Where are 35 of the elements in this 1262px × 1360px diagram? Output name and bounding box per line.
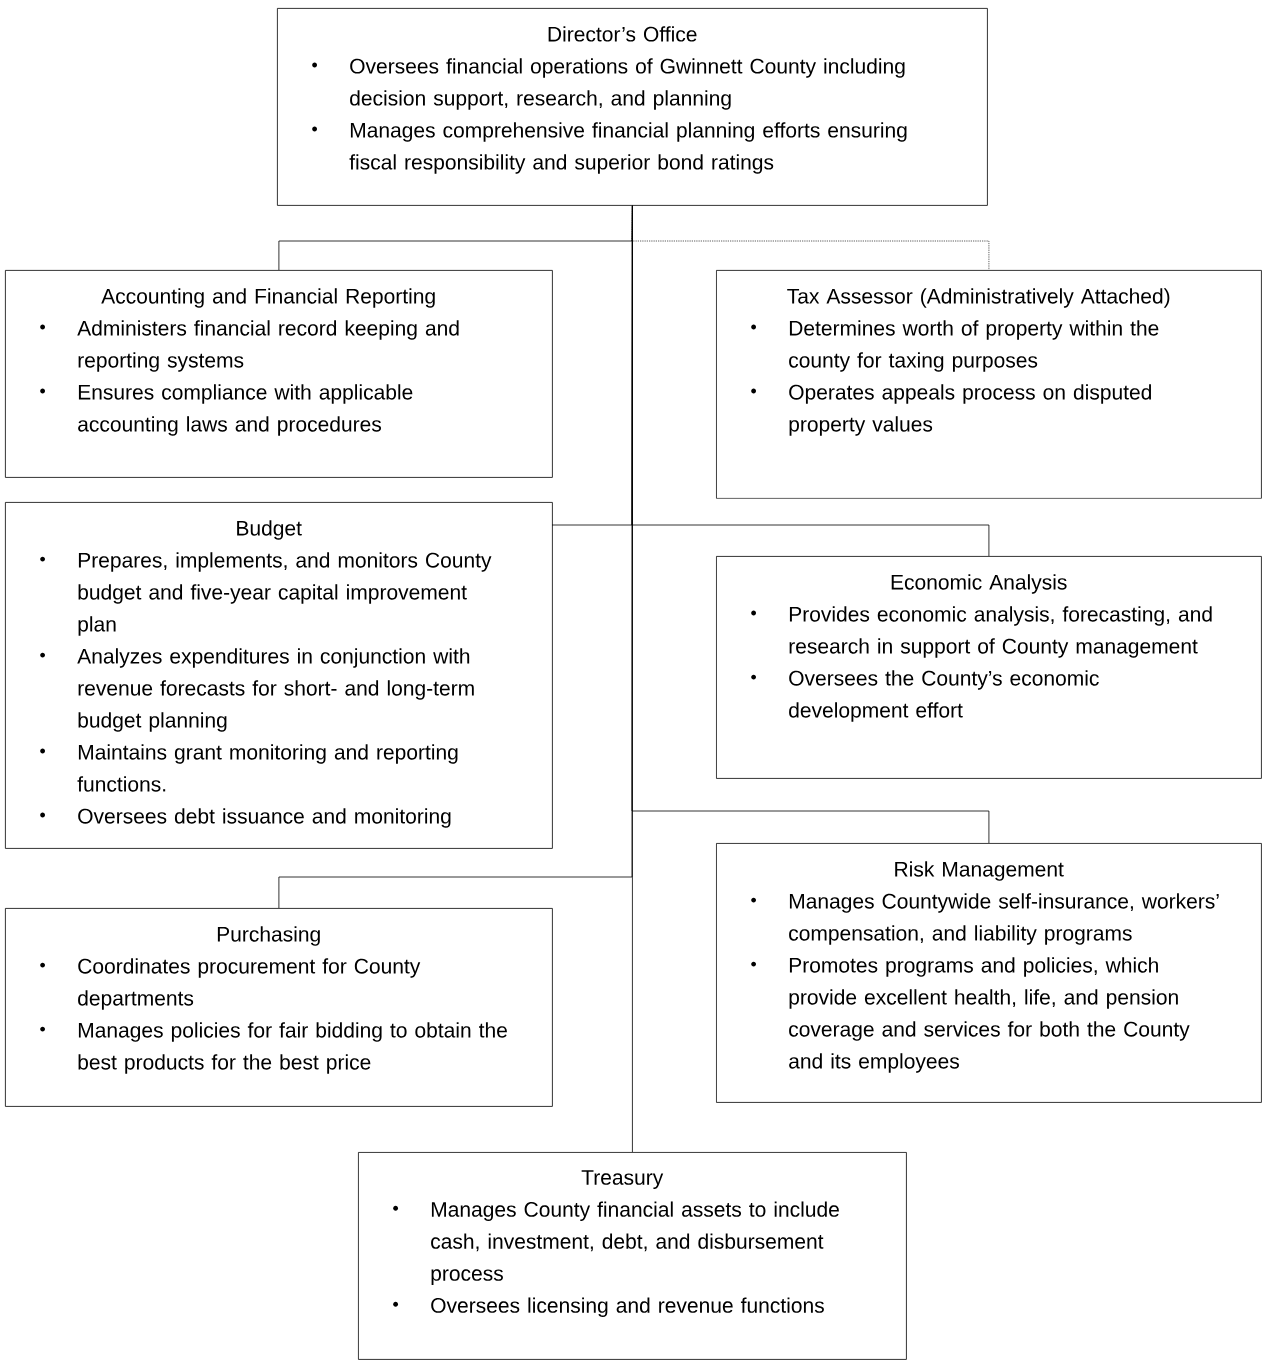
org-box — [716, 270, 1262, 499]
bullet-item: Prepares, implements, and monitors County budget and five-year capital improvement plan — [40, 552, 492, 636]
bullet-item: Oversees debt issuance and monitoring — [40, 808, 451, 828]
org-box — [5, 270, 553, 478]
bullet-item: Manages County financial assets to include cash, investment, debt, and disbursement process — [393, 1201, 839, 1285]
box-heading: Purchasing — [217, 926, 320, 946]
org-box — [716, 843, 1262, 1103]
bullet-item: Administers financial record keeping and reporting systems — [40, 320, 459, 372]
bullet-item: Oversees the County’s economic development effort — [751, 670, 1099, 722]
bullet-item: Analyzes expenditures in conjunction with revenue forecasts for short- and long-term budget planning — [40, 648, 474, 732]
box-heading: Director’s Office — [548, 26, 697, 42]
box-heading: Tax Assessor (Administratively Attached) — [787, 288, 1170, 308]
org-box — [358, 1152, 907, 1360]
org-box — [5, 908, 553, 1107]
connector-line — [632, 205, 633, 1153]
bullet-item: Operates appeals process on disputed property values — [751, 384, 1151, 436]
bullet-item: Maintains grant monitoring and reporting functions. — [40, 744, 458, 792]
bullet-item: Oversees financial operations of Gwinnett County including decision support, research, and planning — [312, 58, 905, 110]
org-box — [277, 8, 988, 206]
bullet-item: Manages Countywide self-insurance, workers’ compensation, and liability programs — [751, 893, 1219, 945]
bullet-item: Provides economic analysis, forecasting, and research in support of County management — [751, 606, 1212, 658]
bullet-item: Manages comprehensive financial planning efforts ensuring fiscal responsibility and superior bond ratings — [312, 122, 907, 174]
org-box — [5, 502, 553, 849]
bullet-item: Promotes programs and policies, which provide excellent health, life, and pension coverage and services for both the County and its employees — [751, 957, 1190, 1073]
org-box — [716, 556, 1262, 779]
box-heading: Accounting and Financial Reporting — [101, 288, 435, 308]
bullet-item: Coordinates procurement for County departments — [40, 958, 421, 1010]
box-heading: Budget — [237, 520, 302, 540]
box-heading: Treasury — [581, 1170, 664, 1189]
bullet-item: Determines worth of property within the county for taxing purposes — [751, 320, 1159, 372]
bullet-item: Manages policies for fair bidding to obtain the best products for the best price — [40, 1022, 507, 1074]
bullet-item: Oversees licensing and revenue functions — [393, 1297, 824, 1317]
bullet-item: Ensures compliance with applicable accounting laws and procedures — [40, 384, 413, 436]
box-heading: Economic Analysis — [891, 574, 1067, 594]
box-heading: Risk Management — [895, 861, 1064, 881]
